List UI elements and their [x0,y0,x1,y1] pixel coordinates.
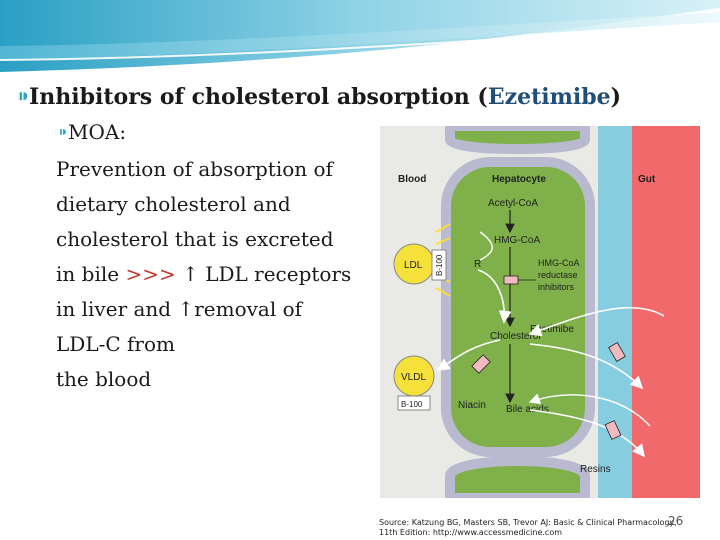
moa-label: MOA: [68,120,127,144]
gut-absorption-arrow [528,306,665,337]
hmg-coa-label: HMG-CoA [494,235,540,246]
receptor-upregulation-arrow [479,231,493,261]
niacin-label: Niacin [458,400,486,411]
title-suffix: ) [610,84,622,110]
gut-region [632,126,700,498]
hepatocyte-cell [441,157,595,457]
vldl-apob-tag [397,395,431,411]
hepatocyte-label: Hepatocyte [492,174,546,185]
niacin-block-icon [471,354,491,374]
body-line: in liver and ↑removal of [56,297,303,321]
reductase-inhibitor-label-3: inhibitors [538,282,575,292]
ezetimibe-label: Ezetimibe [530,324,574,335]
upper-cell [445,126,590,154]
bile-acids-label: Bile acids [506,404,549,415]
ldl-receptor-uptake-arrow [477,269,512,324]
vldl-apob-label: B-100 [401,400,423,409]
bullet-icon: ⁍ [18,84,29,110]
body-line: Prevention of absorption of [56,157,333,181]
body-line: cholesterol that is excreted [56,227,334,251]
resin-block-icon [604,420,622,440]
lower-cell [445,456,590,498]
citation-line: Source: Katzung BG, Masters SB, Trevor A… [379,518,677,527]
body-line: dietary cholesterol and [56,192,291,216]
body-line: the blood [56,367,152,391]
ldl-apob-label: B-100 [435,254,444,276]
title-drug-name: Ezetimibe [487,84,611,110]
ezetimibe-block-icon [608,342,626,362]
header-wave-band [0,0,720,80]
resins-label: Resins [580,464,611,475]
reductase-inhibitor-label-1: HMG-CoA [538,258,580,268]
reductase-inhibitor-label-2: reductase [538,270,578,280]
reductase-block-icon [503,275,519,285]
bullet-icon: ⁍ [58,120,68,144]
enterohepatic-return-arrow [528,393,651,427]
biliary-excretion-arrow [529,343,644,390]
ldl-label: LDL [404,260,423,271]
gut-label: Gut [638,174,656,185]
receptor-label: R [474,259,481,270]
body-text-fragment: in bile [56,262,126,286]
body-line: in bile >>> ↑ LDL receptors [56,257,376,292]
blood-label: Blood [398,174,426,185]
body-text-fragment: ↑ LDL receptors [175,262,352,286]
arrow-marker: >>> [125,262,176,286]
cholesterol-pathway-figure: Blood Hepatocyte Gut Acetyl-CoA HMG-CoA … [380,126,700,498]
moa-heading: ⁍MOA: [58,120,126,144]
ldl-apob-tag [431,249,447,281]
body-line: LDL-C from [56,332,175,356]
moa-description: Prevention of absorption of dietary chol… [56,152,376,397]
vldl-label: VLDL [401,372,426,383]
bile-acid-excretion-arrow [529,409,646,458]
title-text: Inhibitors of cholesterol absorption ( [29,84,488,110]
cholesterol-label: Cholesterol [490,331,541,342]
vldl-secretion-arrow [436,339,501,371]
slide-title: ⁍Inhibitors of cholesterol absorption (E… [18,84,718,110]
acetyl-coa-label: Acetyl-CoA [488,198,538,209]
slide-number: 26 [668,514,684,528]
citation-line: 11th Edition: http://www.accessmedicine.… [379,528,563,537]
figure-source-citation: Source: Katzung BG, Masters SB, Trevor A… [379,518,709,538]
